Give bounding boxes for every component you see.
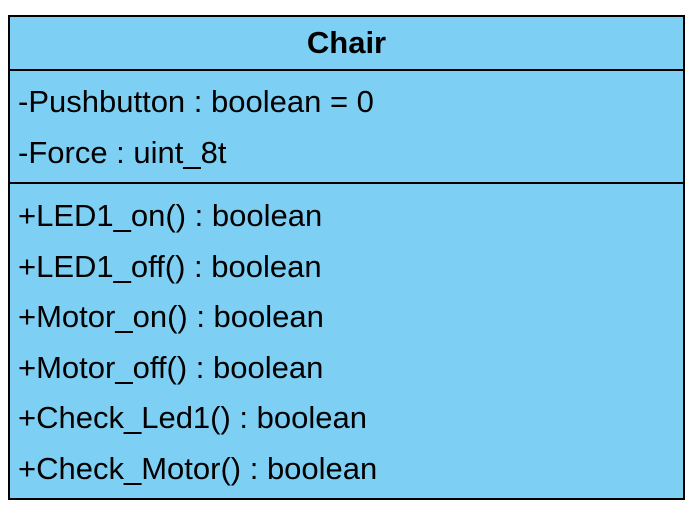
operation-check-led1: +Check_Led1() : boolean — [18, 400, 367, 435]
operations-compartment: +LED1_on() : boolean +LED1_off() : boole… — [10, 184, 683, 494]
operation-motor-on: +Motor_on() : boolean — [18, 299, 324, 334]
operation-motor-off: +Motor_off() : boolean — [18, 349, 324, 385]
attributes-compartment: -Pushbutton : boolean = 0 -Force : uint_… — [10, 71, 683, 184]
class-name: Chair — [10, 17, 683, 71]
attribute-pushbutton: -Pushbutton : boolean = 0 — [18, 84, 374, 119]
operation-led1-off: +LED1_off() : boolean — [18, 248, 322, 284]
attribute-force: -Force : uint_8t — [18, 134, 227, 170]
uml-class-box: Chair -Pushbutton : boolean = 0 -Force :… — [8, 15, 685, 500]
operation-check-motor: +Check_Motor() : boolean — [18, 450, 378, 486]
operation-led1-on: +LED1_on() : boolean — [18, 198, 323, 233]
